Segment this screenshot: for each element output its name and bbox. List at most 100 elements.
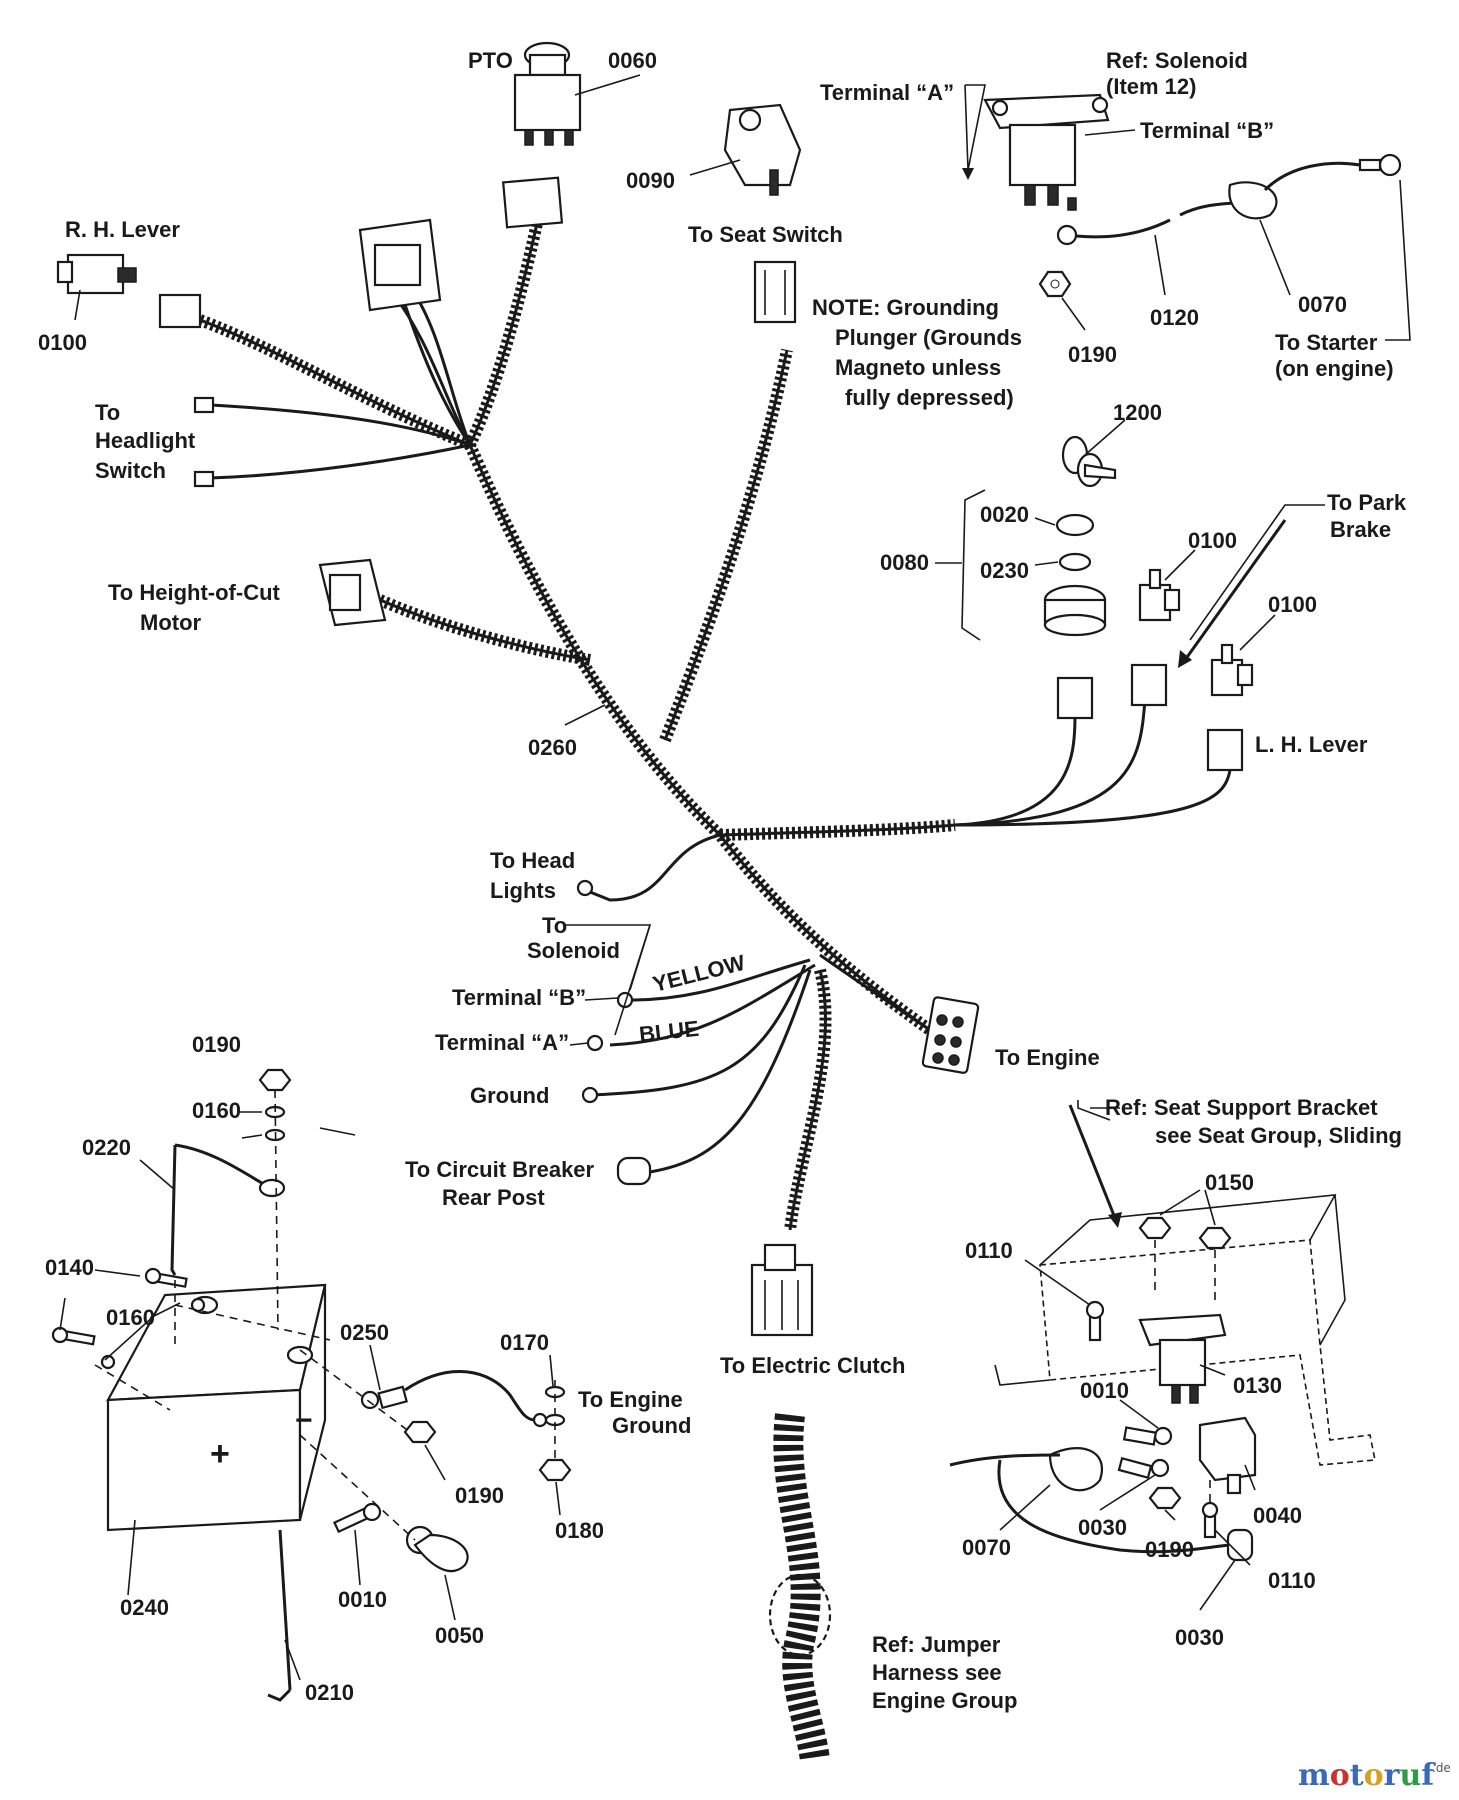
part-number-0190-bat: 0190	[192, 1032, 241, 1057]
part-number-0220: 0220	[82, 1135, 131, 1160]
label-electric-clutch: To Electric Clutch	[720, 1353, 905, 1378]
label-to-seat-switch: To Seat Switch	[688, 222, 843, 247]
label-blue: BLUE	[638, 1016, 700, 1047]
main-harness-0260	[197, 208, 956, 1231]
label-engine-ground-1: To Engine	[578, 1387, 683, 1412]
part-number-0140: 0140	[45, 1255, 94, 1280]
multi-pin-connector	[358, 218, 442, 312]
label-note-3: Magneto unless	[835, 355, 1001, 380]
label-ref-solenoid-2: (Item 12)	[1106, 74, 1196, 99]
part-number-0210: 0210	[305, 1680, 354, 1705]
part-number-0160-top: 0160	[192, 1098, 241, 1123]
label-head-lights-2: Lights	[490, 878, 556, 903]
pto-switch-icon	[513, 41, 582, 146]
part-number-0160-mid: 0160	[106, 1305, 155, 1330]
part-number-0170: 0170	[500, 1330, 549, 1355]
label-jumper-1: Ref: Jumper	[872, 1632, 1001, 1657]
label-lh-lever: L. H. Lever	[1255, 732, 1368, 757]
part-number-0250: 0250	[340, 1320, 389, 1345]
part-number-0010-br: 0010	[1080, 1378, 1129, 1403]
label-terminal-b-top: Terminal “B”	[1140, 118, 1274, 143]
label-engine-ground-2: Ground	[612, 1413, 691, 1438]
starter-cable-icon	[1056, 153, 1402, 246]
part-number-0110-a: 0110	[965, 1238, 1013, 1263]
engine-connector	[921, 996, 980, 1074]
part-number-0100-rh: 0100	[38, 330, 87, 355]
label-headlight-2: Headlight	[95, 428, 196, 453]
solenoid-icon	[983, 93, 1110, 211]
fasteners	[51, 1068, 572, 1573]
label-pto: PTO	[468, 48, 513, 73]
right-switch-connectors	[1056, 663, 1244, 772]
label-height-cut-2: Motor	[140, 610, 202, 635]
circuit-breaker-terminal	[616, 1156, 652, 1186]
leader-lines	[59, 74, 1411, 1681]
part-number-0070-top: 0070	[1298, 292, 1347, 317]
seat-bracket-parts	[949, 1216, 1257, 1562]
label-terminal-a-mid: Terminal “A”	[435, 1030, 569, 1055]
part-number-0190-br: 0190	[1145, 1537, 1194, 1562]
label-terminal-a-top: Terminal “A”	[820, 80, 954, 105]
seat-switch-icon	[723, 103, 802, 196]
height-of-cut-connector	[318, 558, 387, 627]
assembly-lines	[94, 1089, 556, 1541]
label-seat-bracket-1: Ref: Seat Support Bracket	[1105, 1095, 1378, 1120]
part-number-0080: 0080	[880, 550, 929, 575]
part-number-0120: 0120	[1150, 305, 1199, 330]
rh-lever-connector	[158, 293, 202, 329]
label-to-engine: To Engine	[995, 1045, 1100, 1070]
label-circuit-breaker-2: Rear Post	[442, 1185, 545, 1210]
ignition-switch-icon	[1043, 513, 1107, 637]
part-number-0030-b: 0030	[1175, 1625, 1224, 1650]
label-headlight-1: To	[95, 400, 120, 425]
ring-terminals	[576, 879, 634, 1104]
part-number-0190-top: 0190	[1068, 342, 1117, 367]
battery-plus-sign: +	[210, 1435, 230, 1473]
label-to-starter-1: To Starter	[1275, 330, 1378, 355]
rh-lever-switch-icon	[56, 253, 137, 295]
watermark-logo: motoruf .de	[1298, 1758, 1451, 1793]
harness-top-connector	[501, 176, 564, 229]
electric-clutch-connector	[750, 1243, 814, 1337]
label-to-solenoid-2: Solenoid	[527, 938, 620, 963]
svg-text:.de: .de	[1432, 1761, 1451, 1775]
part-number-1200: 1200	[1113, 400, 1162, 425]
part-number-0040: 0040	[1253, 1503, 1302, 1528]
label-yellow: YELLOW	[650, 950, 748, 997]
part-number-0090: 0090	[626, 168, 675, 193]
part-number-0240: 0240	[120, 1595, 169, 1620]
label-seat-bracket-2: see Seat Group, Sliding	[1155, 1123, 1402, 1148]
jumper-harness-icon	[768, 1413, 832, 1763]
group-bracket-0080	[961, 489, 986, 641]
part-number-0010-bat: 0010	[338, 1587, 387, 1612]
hold-down-rod-icon	[267, 1529, 292, 1702]
part-number-0260: 0260	[528, 735, 577, 760]
pointer-arrows	[962, 84, 1287, 1228]
headlight-switch-terminals	[193, 396, 215, 488]
part-number-0100-b: 0100	[1268, 592, 1317, 617]
label-note-1: NOTE: Grounding	[812, 295, 999, 320]
label-head-lights-1: To Head	[490, 848, 575, 873]
label-jumper-2: Harness see	[872, 1660, 1002, 1685]
part-number-0050: 0050	[435, 1623, 484, 1648]
label-note-2: Plunger (Grounds	[835, 325, 1022, 350]
label-rh-lever: R. H. Lever	[65, 217, 180, 242]
seat-switch-connector	[753, 260, 797, 324]
label-to-solenoid-1: To	[542, 913, 567, 938]
battery-icon: + −	[106, 1283, 327, 1532]
label-height-cut-1: To Height-of-Cut	[108, 580, 281, 605]
part-number-0150: 0150	[1205, 1170, 1254, 1195]
label-to-park-brake-1: To Park	[1327, 490, 1407, 515]
part-number-0100-a: 0100	[1188, 528, 1237, 553]
harness-wires	[209, 289, 1232, 1174]
label-jumper-3: Engine Group	[872, 1688, 1017, 1713]
part-number-0070-br: 0070	[962, 1535, 1011, 1560]
part-number-0130: 0130	[1233, 1373, 1282, 1398]
ignition-key-icon	[1061, 435, 1117, 488]
part-number-0230: 0230	[980, 558, 1029, 583]
park-brake-switch-icon	[1138, 568, 1181, 622]
label-ground: Ground	[470, 1083, 549, 1108]
part-number-0190-mid: 0190	[455, 1483, 504, 1508]
nut-icon	[1038, 270, 1072, 298]
